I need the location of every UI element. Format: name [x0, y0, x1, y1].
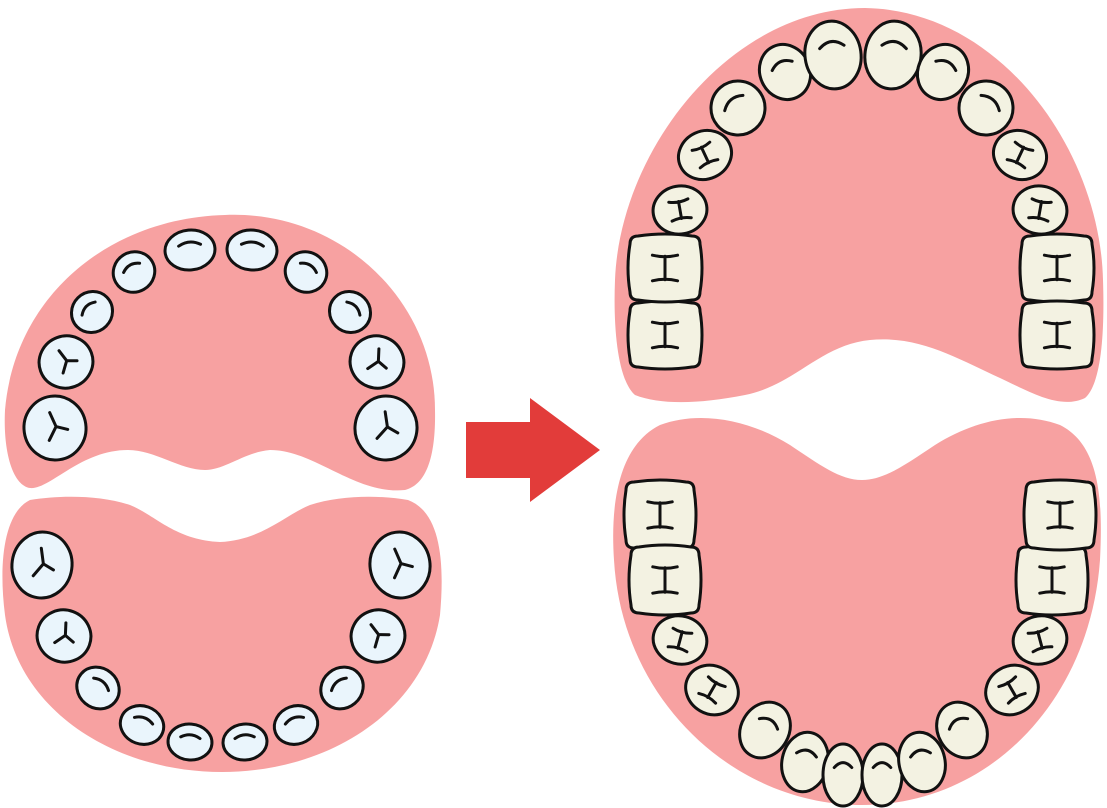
permanent-lower-tooth [862, 744, 902, 806]
permanent-upper-tooth [1020, 234, 1094, 302]
permanent-dentition [613, 8, 1103, 806]
permanent-upper-tooth [1020, 301, 1094, 369]
primary-dentition [2, 215, 441, 772]
permanent-upper-tooth [628, 234, 702, 302]
permanent-lower-tooth [1016, 545, 1088, 615]
permanent-lower-tooth [629, 545, 701, 615]
transition-arrow [466, 398, 600, 502]
permanent-lower-tooth [823, 744, 863, 806]
permanent-upper-tooth [628, 301, 702, 369]
permanent-lower-tooth [624, 480, 696, 550]
permanent-lower-tooth [1024, 480, 1096, 550]
